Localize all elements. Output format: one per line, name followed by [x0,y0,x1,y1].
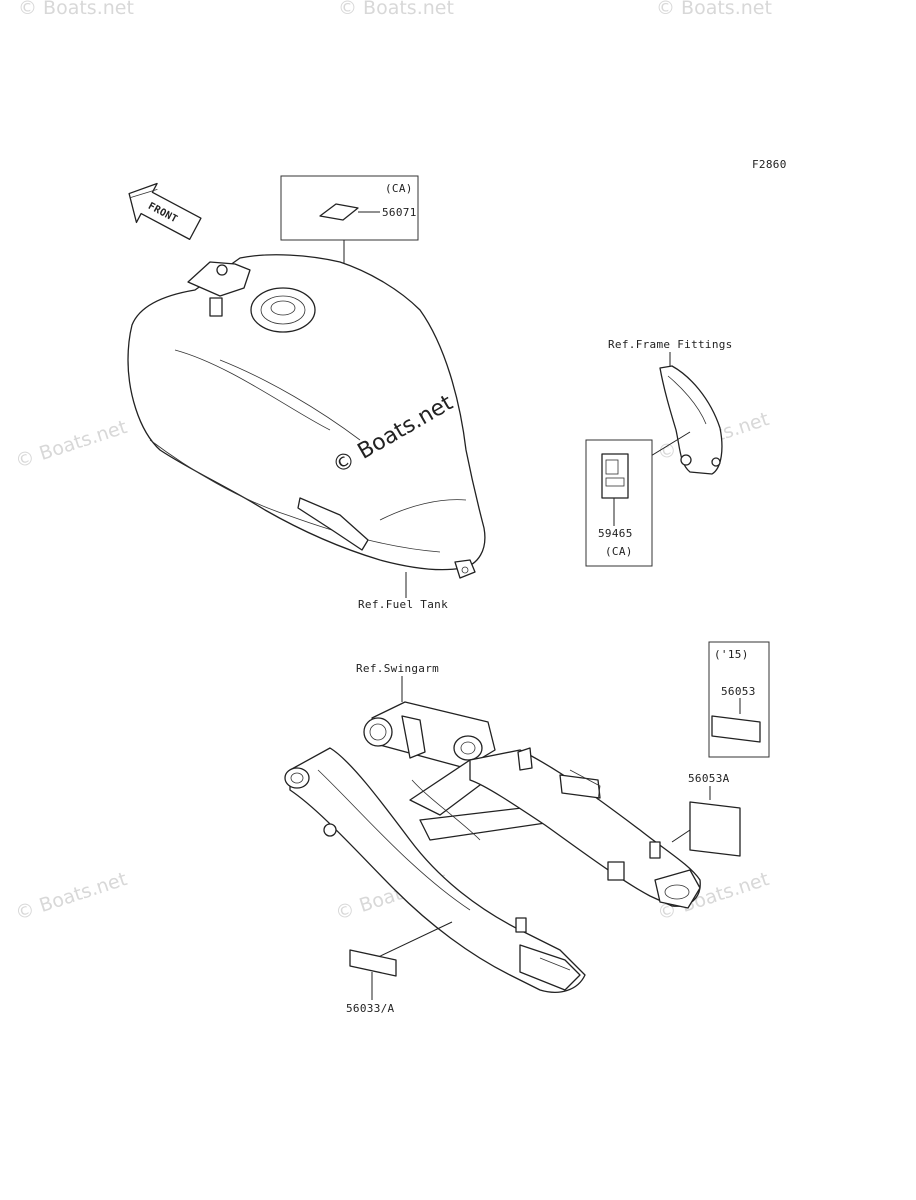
frame-fitting-bracket [659,365,723,475]
watermark-text: © Boats.net [13,868,130,925]
watermark-text: © Boats.net [13,416,130,473]
figure-code: F2860 [752,158,787,171]
part-number-56053: 56053 [721,685,756,698]
watermark-text: © Boats.net [338,0,454,19]
label-sticker-icon [349,949,397,977]
callout-footer: (CA) [605,545,633,558]
callout-header: ('15) [714,648,749,661]
callout-box-59465: 59465 (CA) [585,439,653,567]
part-number-56053a: 56053A [688,772,730,785]
label-sticker-icon [689,801,741,857]
watermark-text: © Boats.net [18,0,134,19]
part-number-59465: 59465 [598,527,633,540]
ref-frame-fittings: Ref.Frame Fittings [608,338,733,351]
part-number-56033a: 56033/A [346,1002,395,1015]
fuel-tank-illustration [127,254,486,579]
ref-fuel-tank: Ref.Fuel Tank [358,598,448,611]
callout-box-56053: ('15) 56053 [708,641,770,758]
front-arrow-icon: FRONT [128,182,202,241]
watermark-text: © Boats.net [656,0,772,19]
swingarm-illustration [284,701,701,993]
label-sticker-icon [711,715,761,743]
part-number-56071: 56071 [382,206,417,219]
callout-box-56071: (CA) 56071 [280,175,419,368]
ref-swingarm: Ref.Swingarm [356,662,439,675]
label-sticker-icon [319,203,359,221]
callout-header: (CA) [385,182,413,195]
